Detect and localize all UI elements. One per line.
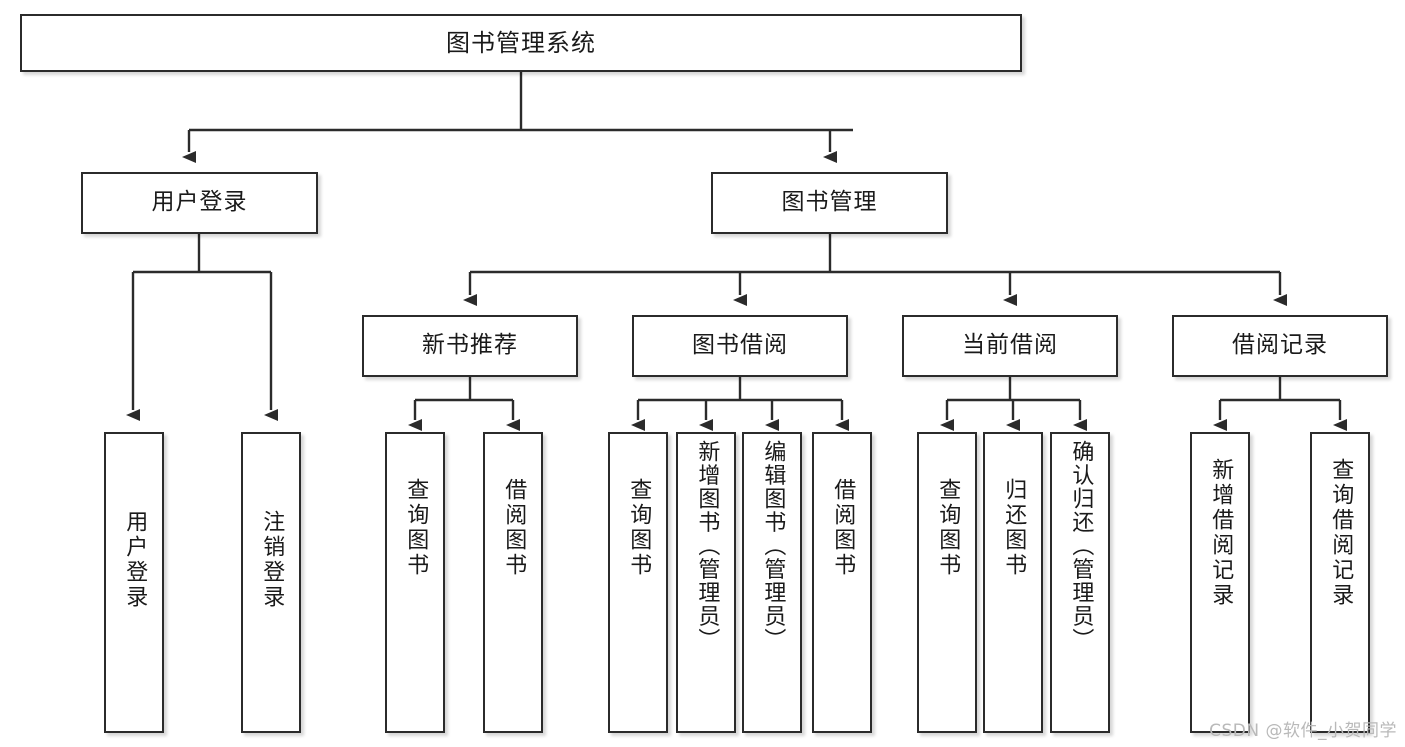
node-label: 借阅图书 (501, 478, 527, 578)
node-label: 查询图书 (935, 478, 961, 578)
node-label: 新书推荐 (422, 332, 518, 359)
leaf-add-book-admin[interactable]: 新增图书（管理员） (676, 432, 736, 733)
node-borrow-record[interactable]: 借阅记录 (1172, 315, 1388, 377)
leaf-return-book[interactable]: 归还图书 (983, 432, 1043, 733)
leaf-confirm-return-admin[interactable]: 确认归还（管理员） (1050, 432, 1110, 733)
node-label: 归还图书 (1001, 478, 1027, 578)
node-user-login[interactable]: 用户登录 (81, 172, 318, 234)
node-new-book-recommendation[interactable]: 新书推荐 (362, 315, 578, 377)
node-label: 图书借阅 (692, 332, 788, 359)
node-label: 新增借阅记录 (1208, 458, 1234, 608)
leaf-query-book-current[interactable]: 查询图书 (917, 432, 977, 733)
leaf-user-login[interactable]: 用户登录 (104, 432, 164, 733)
node-label: 查询借阅记录 (1328, 458, 1354, 608)
node-label: 用户登录 (151, 189, 248, 216)
node-label: 查询图书 (626, 478, 652, 578)
leaf-logout[interactable]: 注销登录 (241, 432, 301, 733)
node-label: 借阅记录 (1232, 332, 1328, 359)
node-label: 当前借阅 (962, 332, 1058, 359)
leaf-query-borrow-record[interactable]: 查询借阅记录 (1310, 432, 1370, 733)
node-label: 注销登录 (259, 510, 285, 610)
leaf-edit-book-admin[interactable]: 编辑图书（管理员） (742, 432, 802, 733)
leaf-borrow-book-borrow[interactable]: 借阅图书 (812, 432, 872, 733)
node-label: 确认归还（管理员） (1068, 440, 1094, 652)
node-book-borrow[interactable]: 图书借阅 (632, 315, 848, 377)
node-current-borrow[interactable]: 当前借阅 (902, 315, 1118, 377)
node-label: 图书管理系统 (446, 28, 596, 57)
node-label: 用户登录 (122, 510, 148, 610)
leaf-query-book-newbook[interactable]: 查询图书 (385, 432, 445, 733)
node-label: 图书管理 (781, 189, 878, 216)
watermark: CSDN @软件_小贺同学 (1209, 721, 1397, 741)
leaf-add-borrow-record[interactable]: 新增借阅记录 (1190, 432, 1250, 733)
node-book-management[interactable]: 图书管理 (711, 172, 948, 234)
node-label: 新增图书（管理员） (694, 440, 720, 652)
node-root-book-management-system[interactable]: 图书管理系统 (20, 14, 1022, 72)
leaf-borrow-book-newbook[interactable]: 借阅图书 (483, 432, 543, 733)
node-label: 借阅图书 (830, 478, 856, 578)
node-label: 编辑图书（管理员） (760, 440, 786, 652)
node-label: 查询图书 (403, 478, 429, 578)
leaf-query-book-borrow[interactable]: 查询图书 (608, 432, 668, 733)
